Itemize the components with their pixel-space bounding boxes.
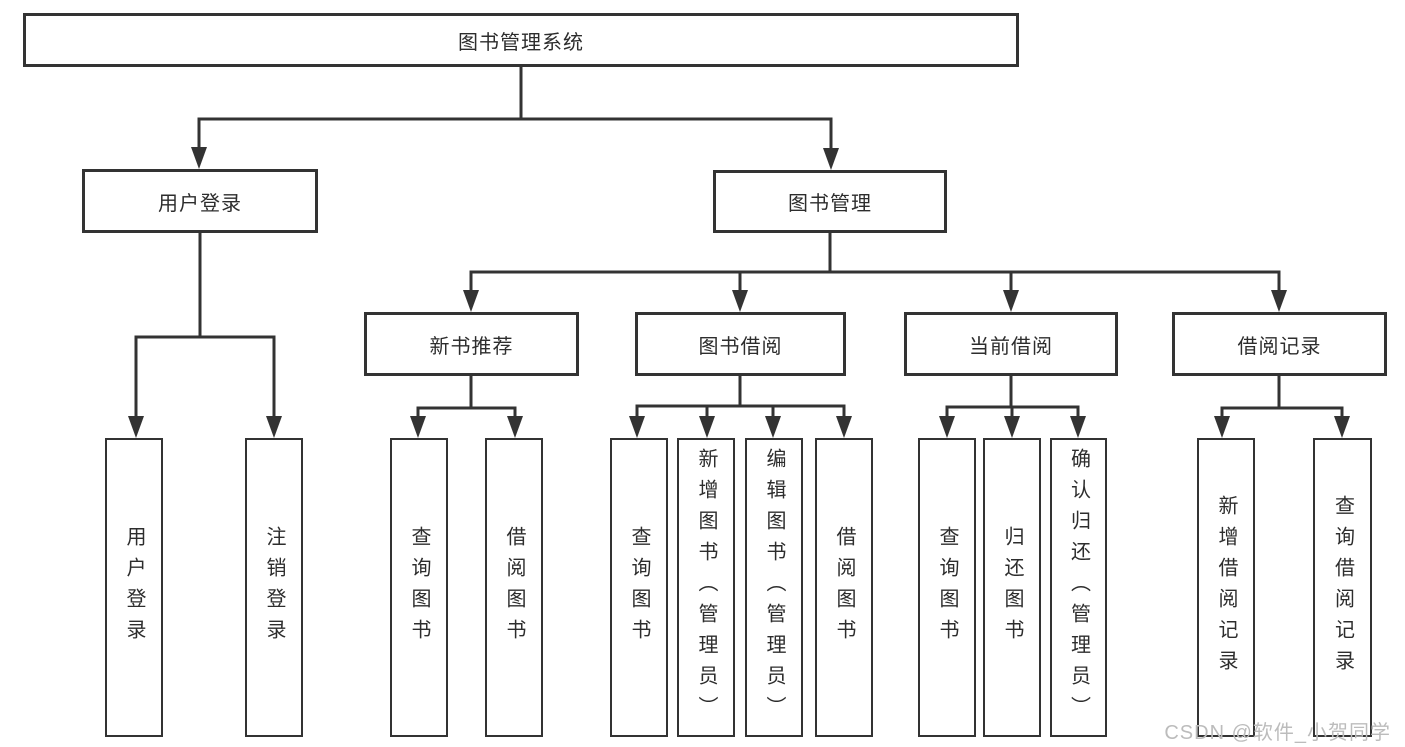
arrow-down-icon [1271,290,1287,312]
node-borrowing-records: 借阅记录 [1172,312,1387,376]
leaf-label: 归还图书 [1001,525,1023,650]
leaf-query-borrow-record: 查询借阅记录 [1313,438,1372,737]
csdn-watermark: CSDN @软件_小贺同学 [1164,722,1391,744]
arrow-down-icon [629,416,645,438]
arrow-down-icon [463,290,479,312]
arrow-down-icon [1004,416,1020,438]
leaf-label: 确认归还（管理员） [1067,448,1090,727]
arrow-down-icon [765,416,781,438]
node-book-management: 图书管理 [713,170,947,233]
arrow-down-icon [128,416,144,438]
leaf-label: 新增借阅记录 [1215,494,1237,681]
leaf-label: 查询图书 [936,525,958,650]
leaf-confirm-return-admin: 确认归还（管理员） [1050,438,1107,737]
arrow-down-icon [939,416,955,438]
arrow-down-icon [836,416,852,438]
arrow-down-icon [410,416,426,438]
leaf-label: 查询图书 [628,525,650,650]
leaf-label: 编辑图书（管理员） [763,448,785,727]
arrow-down-icon [191,147,207,169]
arrow-down-icon [823,148,839,170]
arrow-down-icon [1214,416,1230,438]
leaf-add-books-admin: 新增图书（管理员） [677,438,735,737]
leaf-query-books-current: 查询图书 [918,438,976,737]
connector-path [134,65,1344,423]
leaf-label: 查询借阅记录 [1331,494,1354,681]
leaf-label: 注销登录 [263,525,285,650]
arrow-down-icon [699,416,715,438]
leaf-borrow-books: 借阅图书 [815,438,873,737]
arrow-down-icon [1334,416,1350,438]
arrowheads [128,147,1350,438]
node-library-management-system: 图书管理系统 [23,13,1019,67]
leaf-query-books-borrow: 查询图书 [610,438,668,737]
leaf-logout: 注销登录 [245,438,303,737]
arrow-down-icon [1070,416,1086,438]
arrow-down-icon [507,416,523,438]
leaf-add-borrow-record: 新增借阅记录 [1197,438,1255,737]
leaf-label: 新增图书（管理员） [695,448,717,727]
leaf-user-login: 用户登录 [105,438,163,737]
arrow-down-icon [732,290,748,312]
leaf-borrow-books-recommend: 借阅图书 [485,438,543,737]
node-user-login: 用户登录 [82,169,318,233]
leaf-label: 借阅图书 [503,525,525,650]
leaf-label: 用户登录 [123,525,145,650]
arrow-down-icon [1003,290,1019,312]
leaf-return-books: 归还图书 [983,438,1041,737]
leaf-label: 查询图书 [408,525,430,650]
leaf-edit-books-admin: 编辑图书（管理员） [745,438,803,737]
leaf-label: 借阅图书 [833,525,855,650]
arrow-down-icon [266,416,282,438]
node-book-borrowing: 图书借阅 [635,312,846,376]
node-current-borrowing: 当前借阅 [904,312,1118,376]
node-new-book-recommendation: 新书推荐 [364,312,579,376]
leaf-query-books-recommend: 查询图书 [390,438,448,737]
